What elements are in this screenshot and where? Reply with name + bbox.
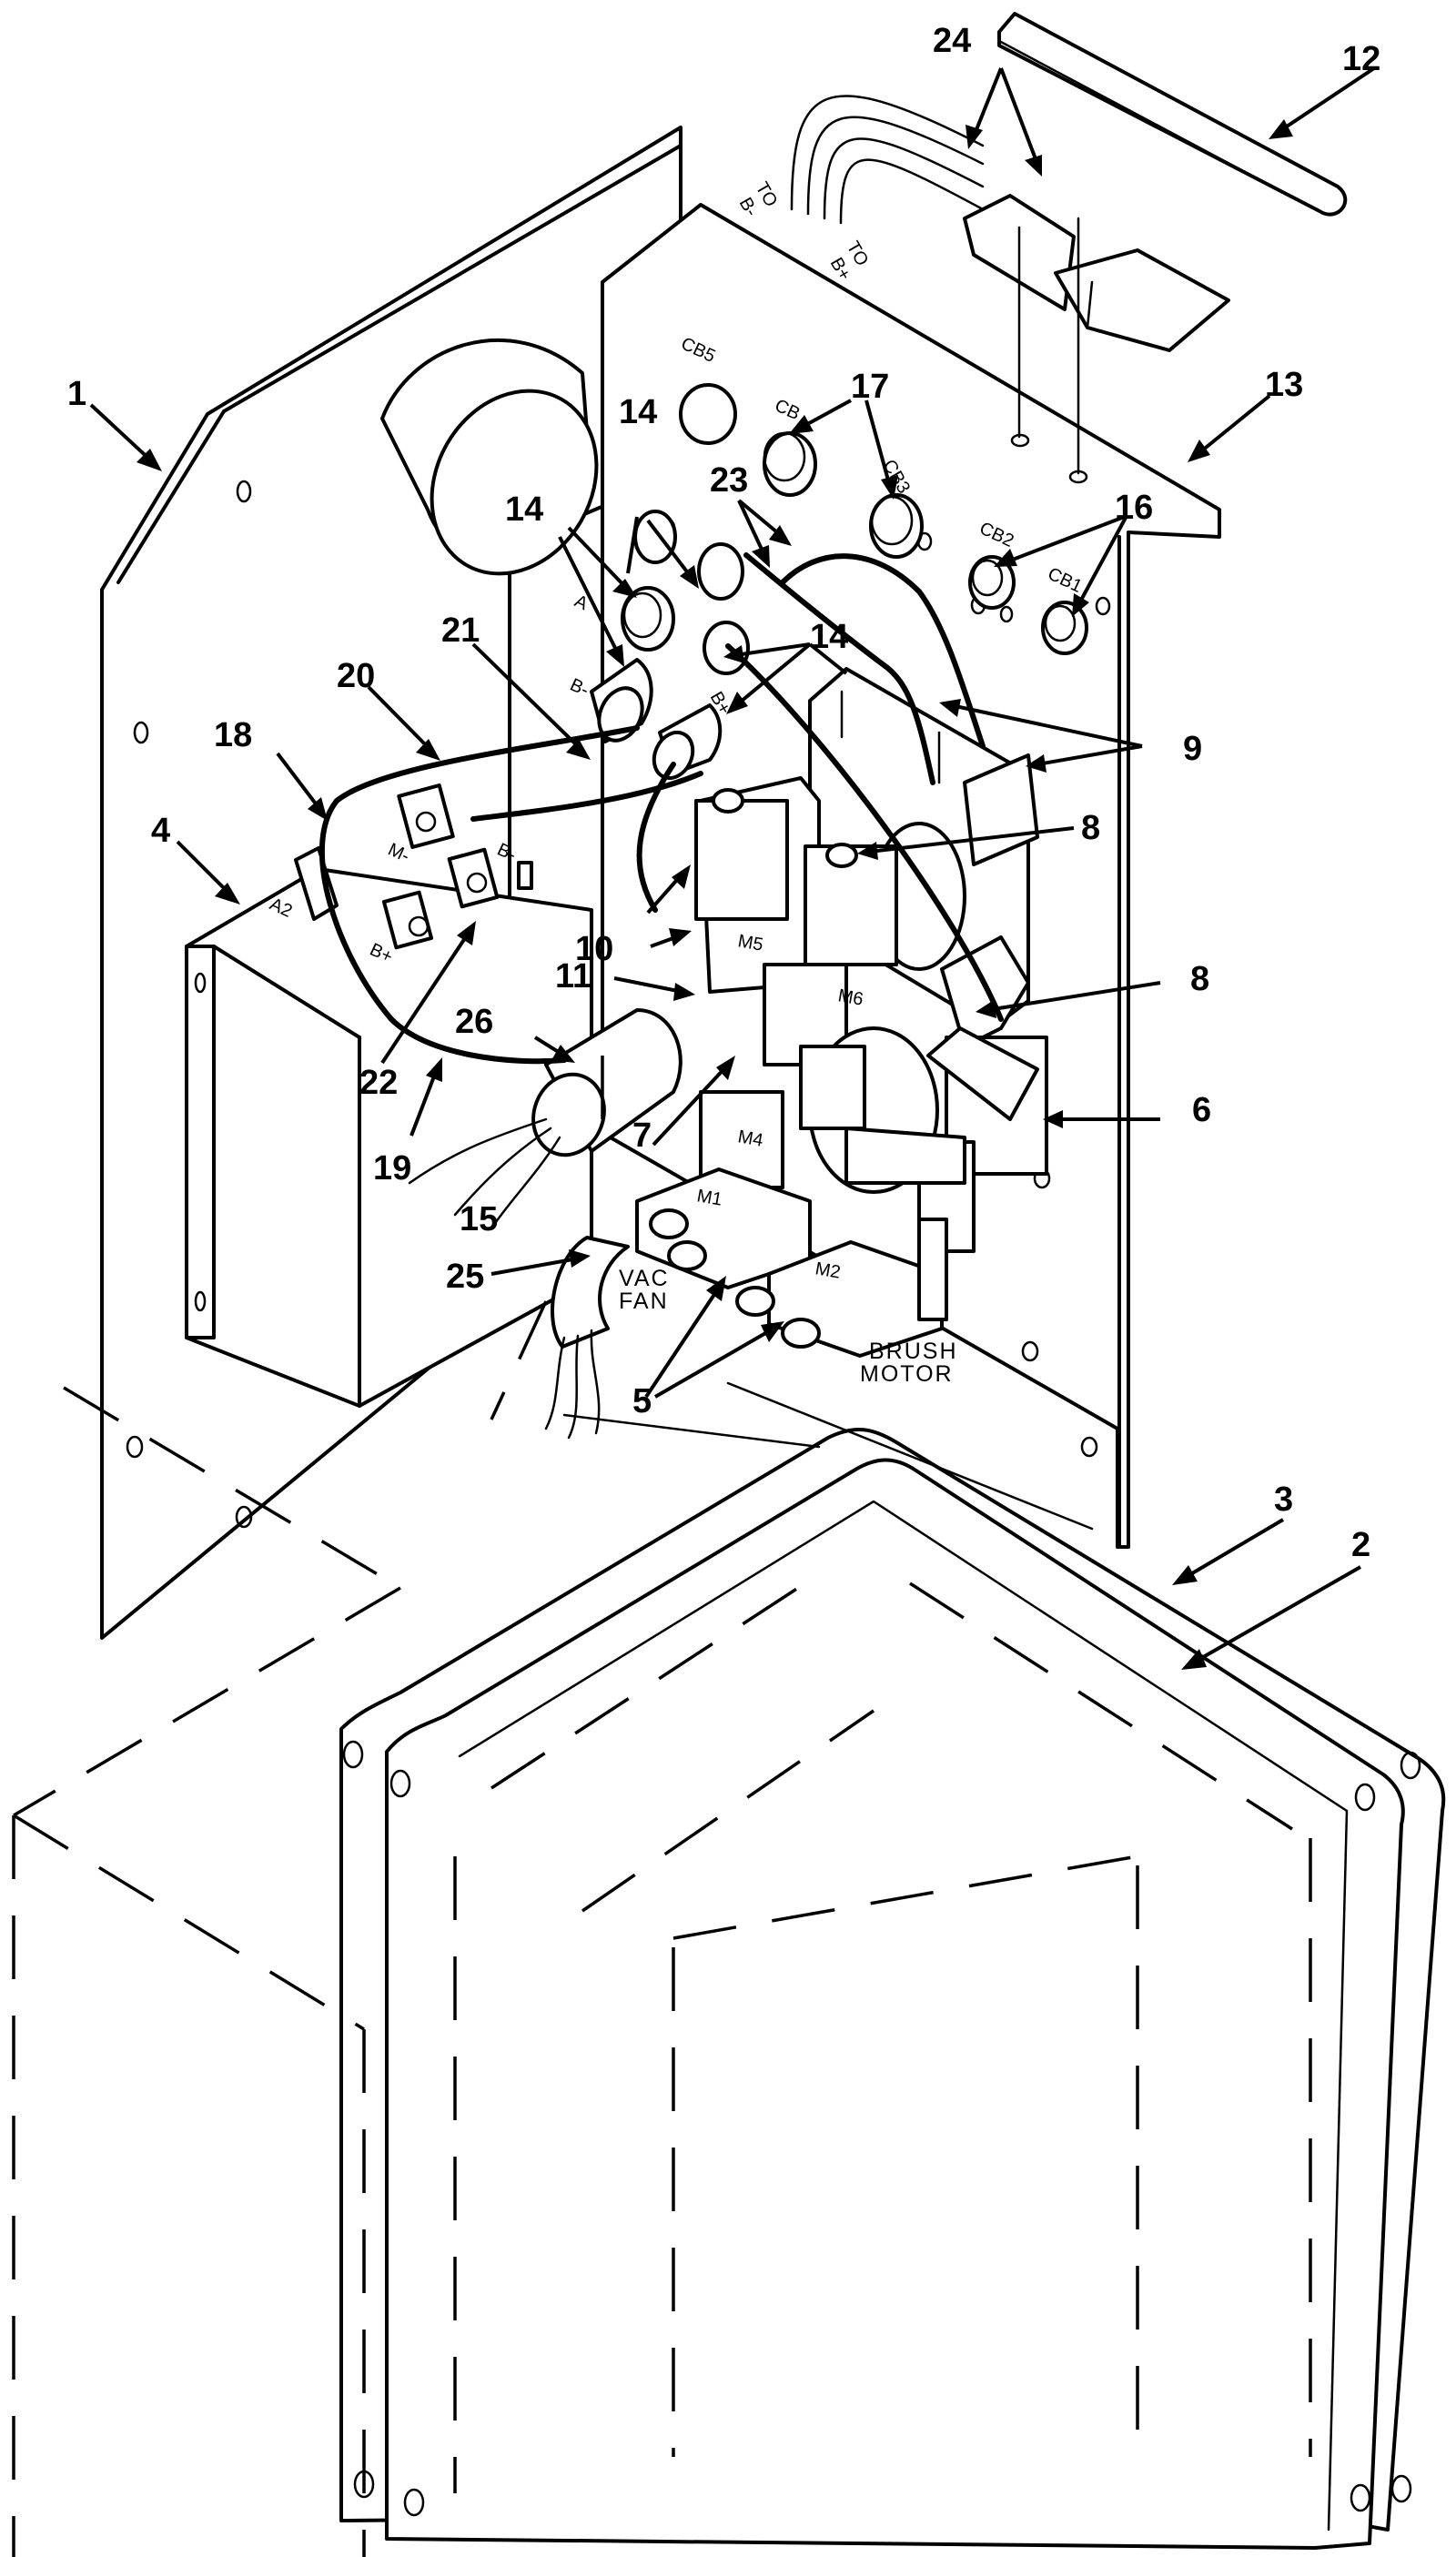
- callout-22: 22: [359, 1064, 398, 1102]
- label-a1: A: [571, 591, 592, 615]
- callout-1: 1: [67, 375, 86, 413]
- wiring: [318, 552, 1004, 1065]
- callout-3: 3: [1274, 1481, 1293, 1519]
- hour-meter: [380, 339, 599, 576]
- callout-6: 6: [1192, 1091, 1211, 1129]
- callout-17: 17: [851, 368, 889, 406]
- callout-8a: 8: [1081, 809, 1100, 847]
- terminals: [590, 510, 750, 781]
- label-vac: VAC: [619, 1266, 670, 1291]
- label-b-minus: B-: [567, 675, 592, 701]
- callout-20: 20: [337, 657, 375, 695]
- callout-26: 26: [455, 1003, 493, 1041]
- phantom-lines: [12, 955, 1094, 2557]
- callout-14a: 14: [505, 490, 543, 529]
- label-motor: MOTOR: [860, 1361, 954, 1387]
- label-m2: M2: [814, 1258, 842, 1282]
- callout-21: 21: [441, 611, 480, 650]
- label-m4: M4: [736, 1127, 764, 1150]
- suppressor: [408, 1008, 682, 1230]
- callout-4: 4: [151, 812, 170, 850]
- battery-connector: [790, 95, 1230, 475]
- label-brush: BRUSH: [869, 1339, 958, 1364]
- callout-23: 23: [710, 461, 748, 500]
- trim-strip: [997, 12, 1348, 217]
- callout-18: 18: [214, 716, 252, 754]
- label-m1: M1: [695, 1186, 723, 1209]
- callout-24: 24: [933, 22, 971, 60]
- callout-2: 2: [1351, 1526, 1370, 1564]
- callout-5: 5: [632, 1382, 652, 1420]
- label-m5: M5: [736, 931, 764, 955]
- callout-9: 9: [1183, 730, 1202, 768]
- label-fan: FAN: [619, 1289, 669, 1314]
- callout-12: 12: [1342, 40, 1380, 78]
- callout-10: 10: [575, 930, 613, 968]
- motor-terminal-plates: [294, 783, 533, 950]
- callout-8b: 8: [1190, 960, 1209, 998]
- callout-19: 19: [373, 1149, 411, 1188]
- callout-25: 25: [446, 1258, 484, 1296]
- base-pan: [339, 1427, 1446, 2550]
- callout-15: 15: [460, 1200, 498, 1238]
- label-m6: M6: [836, 985, 864, 1009]
- leader-lines: [89, 66, 1376, 1670]
- contactors: [694, 667, 1048, 1253]
- callout-16: 16: [1115, 489, 1153, 527]
- solenoids: [635, 1167, 948, 1358]
- callout-11: 11: [555, 957, 592, 996]
- bracket: [185, 867, 593, 1408]
- callout-13: 13: [1265, 366, 1303, 404]
- callout-14c: 14: [810, 618, 848, 656]
- callout-numbers: 1 2 3 4 5 6 7 8 8 9 10 11 12 13 14 14 14…: [67, 22, 1380, 1564]
- callout-14b: 14: [619, 393, 657, 431]
- callout-7: 7: [632, 1117, 652, 1155]
